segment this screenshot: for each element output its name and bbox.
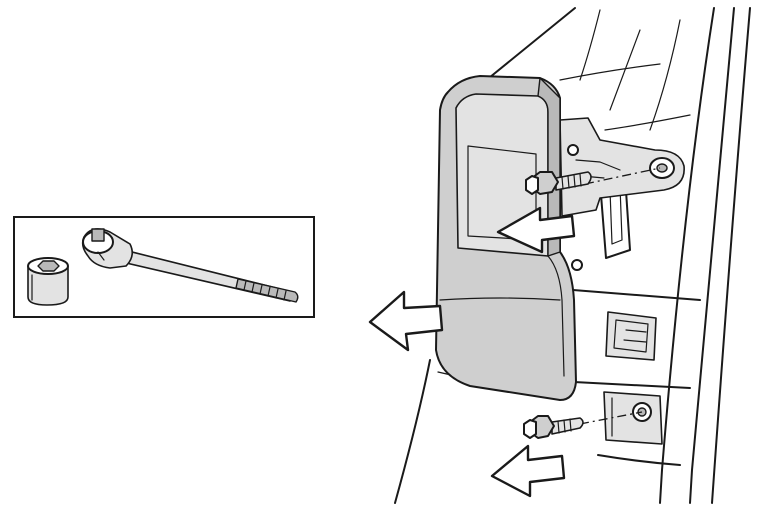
ratchet-wrench-icon	[81, 228, 299, 303]
tool-inset	[13, 216, 315, 318]
mounting-bolt-icon-upper	[525, 167, 661, 195]
lamp-mount-bracket	[559, 117, 685, 445]
vehicle-body	[394, 7, 751, 504]
removal-arrow-icon-upper	[496, 206, 576, 254]
socket-icon	[27, 257, 69, 306]
removal-arrow-icon-left	[368, 290, 444, 352]
mounting-bolt-icon-lower	[523, 411, 643, 439]
removal-arrow-icon-lower	[490, 444, 566, 498]
